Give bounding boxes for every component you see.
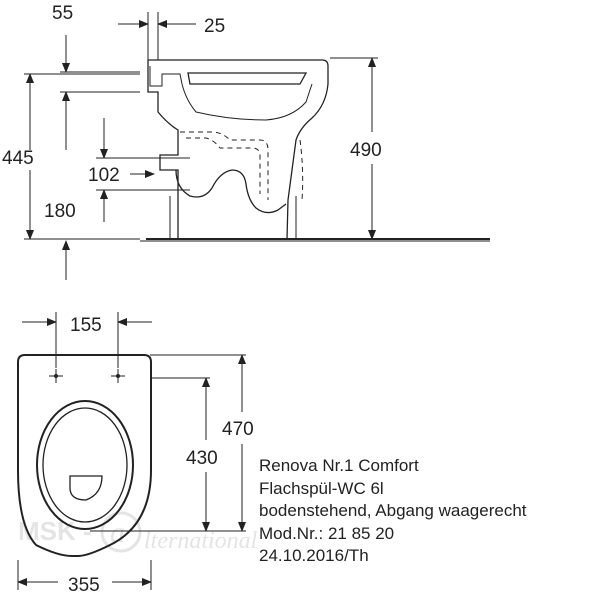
seat-ring xyxy=(36,400,134,530)
svg-text:lternational: lternational xyxy=(144,528,258,554)
toilet-body-outline xyxy=(147,59,329,240)
dim-label-102: 102 xyxy=(88,165,120,186)
dim-label-490: 490 xyxy=(350,140,382,161)
dim-label-155: 155 xyxy=(70,315,102,336)
product-name: Renova Nr.1 Comfort xyxy=(259,456,419,475)
bowl-outlet xyxy=(69,475,103,501)
watermark-logo: MSK - a lternational xyxy=(18,511,258,554)
svg-text:a: a xyxy=(110,516,125,549)
dim-label-25: 25 xyxy=(204,16,225,37)
dim-label-180: 180 xyxy=(44,201,76,222)
product-notes: Renova Nr.1 Comfort Flachspül-WC 6l bode… xyxy=(259,455,527,568)
bowl-inner-line xyxy=(187,72,308,85)
flush-channel-dashed xyxy=(180,131,269,200)
product-mounting: bodenstehend, Abgang waagerecht xyxy=(259,501,527,520)
hinge-mark-left xyxy=(49,369,63,383)
dim-label-55: 55 xyxy=(52,3,73,24)
side-view: 55 25 445 102 180 490 xyxy=(2,3,490,280)
drawing-date: 24.10.2016/Th xyxy=(259,546,369,565)
dim-label-445: 445 xyxy=(2,148,34,169)
hinge-mark-right xyxy=(111,369,125,383)
product-model-number: Mod.Nr.: 21 85 20 xyxy=(259,523,395,543)
dim-label-355: 355 xyxy=(68,575,100,596)
product-type: Flachspül-WC 6l xyxy=(259,478,384,498)
dim-label-470: 470 xyxy=(222,419,254,440)
toilet-top-outline xyxy=(17,354,152,557)
top-view: 155 430 470 355 xyxy=(17,312,254,596)
watermark-text: MSK - xyxy=(18,516,92,546)
dim-label-430: 430 xyxy=(186,448,218,469)
